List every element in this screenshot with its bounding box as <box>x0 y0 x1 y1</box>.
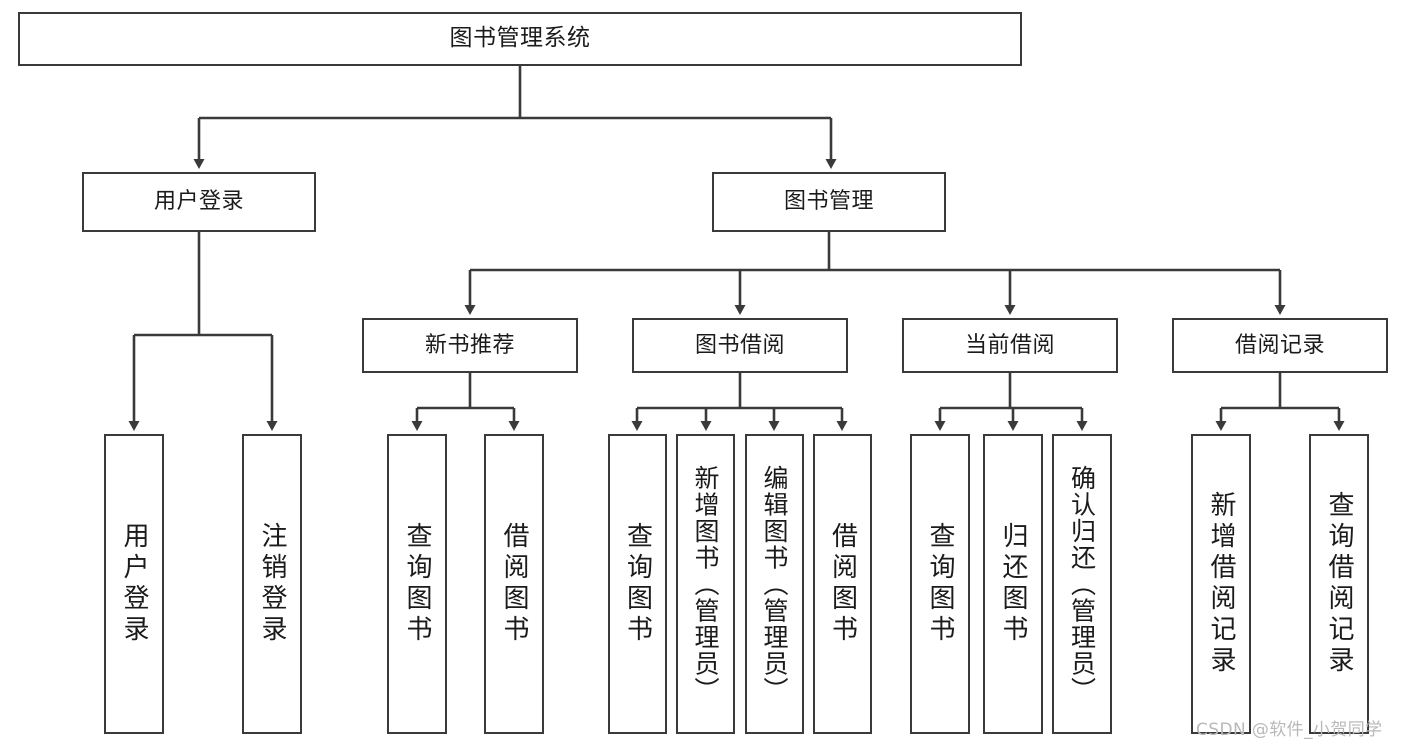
node-label: 新增图书（管理员） <box>691 464 720 704</box>
node-leaf-borrow-book-1[interactable]: 借阅图书 <box>484 434 544 734</box>
node-leaf-add-borrow-record[interactable]: 新增借阅记录 <box>1191 434 1251 734</box>
node-label: 借阅图书 <box>499 522 529 646</box>
node-label: 查询图书 <box>925 522 955 646</box>
node-label: 新增借阅记录 <box>1206 491 1236 677</box>
node-leaf-query-book-1[interactable]: 查询图书 <box>387 434 447 734</box>
node-borrow-record[interactable]: 借阅记录 <box>1172 318 1388 373</box>
node-label: 注销登录 <box>257 522 287 646</box>
node-label: 图书管理系统 <box>449 25 591 52</box>
node-label: 当前借阅 <box>964 332 1055 358</box>
node-book-borrow[interactable]: 图书借阅 <box>632 318 848 373</box>
node-label: 图书管理 <box>783 189 874 215</box>
node-leaf-return-book[interactable]: 归还图书 <box>983 434 1043 734</box>
node-label: 查询图书 <box>622 522 653 646</box>
node-label: 借阅图书 <box>827 522 858 646</box>
node-new-book-recommend[interactable]: 新书推荐 <box>362 318 578 373</box>
node-leaf-edit-book[interactable]: 编辑图书（管理员） <box>745 434 804 734</box>
node-leaf-query-borrow-record[interactable]: 查询借阅记录 <box>1309 434 1369 734</box>
node-user-login[interactable]: 用户登录 <box>82 172 316 232</box>
node-leaf-user-logout[interactable]: 注销登录 <box>242 434 302 734</box>
node-leaf-user-login[interactable]: 用户登录 <box>104 434 164 734</box>
node-leaf-query-book-2[interactable]: 查询图书 <box>608 434 667 734</box>
node-label: 确认归还（管理员） <box>1067 464 1097 704</box>
node-label: 用户登录 <box>153 189 244 215</box>
node-label: 编辑图书（管理员） <box>760 464 789 704</box>
node-leaf-borrow-book-2[interactable]: 借阅图书 <box>813 434 872 734</box>
node-book-manage[interactable]: 图书管理 <box>712 172 946 232</box>
node-label: 用户登录 <box>119 522 149 646</box>
csdn-watermark: CSDN @软件_小贺同学 <box>1196 720 1383 740</box>
node-leaf-add-book[interactable]: 新增图书（管理员） <box>676 434 735 734</box>
node-current-borrow[interactable]: 当前借阅 <box>902 318 1118 373</box>
node-label: 新书推荐 <box>424 332 515 358</box>
node-label: 归还图书 <box>998 522 1028 646</box>
node-leaf-confirm-return[interactable]: 确认归还（管理员） <box>1052 434 1112 734</box>
node-label: 借阅记录 <box>1234 332 1325 358</box>
node-label: 图书借阅 <box>694 332 785 358</box>
node-leaf-query-book-3[interactable]: 查询图书 <box>910 434 970 734</box>
node-label: 查询图书 <box>402 522 432 646</box>
node-label: 查询借阅记录 <box>1324 491 1354 677</box>
node-root-system[interactable]: 图书管理系统 <box>18 12 1022 66</box>
